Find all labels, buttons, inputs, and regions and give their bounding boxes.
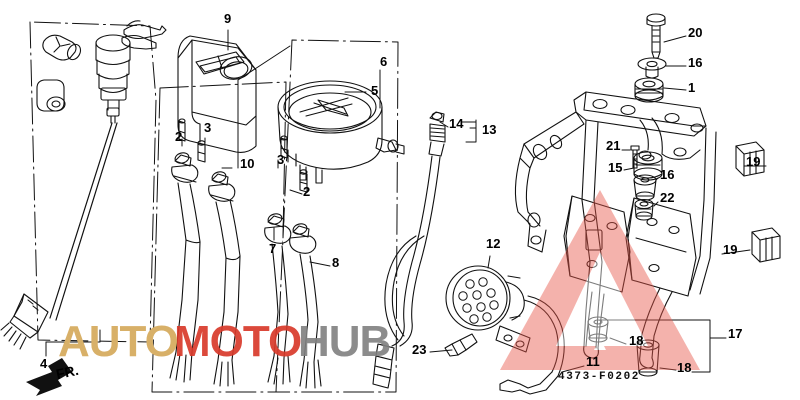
callout-5: 5 [371, 83, 379, 98]
callout-18-b: 18 [677, 360, 692, 375]
part-collar-16-lower [633, 174, 657, 201]
callout-7: 7 [269, 241, 277, 256]
part-harness-leads [264, 213, 322, 389]
part-collar-18a [587, 316, 609, 343]
callout-16-a: 16 [688, 55, 703, 70]
callout-23: 23 [412, 342, 427, 357]
callout-18-a: 18 [629, 333, 644, 348]
part-ignition-switch [0, 20, 167, 350]
part-bulbs-speedo [280, 135, 308, 193]
part-speedometer [277, 80, 405, 184]
watermark-word-auto: AUTO [58, 317, 179, 366]
callout-15: 15 [608, 160, 623, 175]
drawing-number: 4373-F0202 [558, 371, 641, 383]
callout-10: 10 [240, 156, 255, 171]
part-rubber-stop-19b [751, 227, 781, 263]
part-horn [445, 265, 565, 395]
callout-4: 4 [40, 356, 48, 371]
callout-22: 22 [660, 190, 675, 205]
part-flange-bolt-20 [646, 13, 666, 59]
watermark-word-moto: MOTO [174, 317, 302, 366]
callout-9: 9 [224, 11, 232, 26]
callout-2-b: 2 [303, 184, 311, 199]
part-horn-bolt [444, 333, 478, 357]
part-meter-stay-bracket [514, 91, 717, 369]
callout-16-b: 16 [660, 167, 675, 182]
callout-20: 20 [688, 25, 703, 40]
part-lock-cylinders [36, 34, 82, 112]
callout-6: 6 [380, 54, 388, 69]
callout-17: 17 [728, 326, 743, 341]
callout-3-b: 3 [277, 152, 285, 167]
callout-2-a: 2 [175, 129, 183, 144]
callout-14: 14 [449, 116, 464, 131]
leader-lines [45, 29, 767, 373]
part-collar-18b [636, 339, 660, 377]
part-meter-case [177, 35, 257, 153]
callout-1: 1 [688, 80, 696, 95]
callout-12: 12 [486, 236, 501, 251]
callout-3-a: 3 [204, 120, 212, 135]
callout-21: 21 [606, 138, 621, 153]
callout-19-a: 19 [746, 154, 761, 169]
part-grommet-1 [634, 77, 664, 103]
front-direction-arrow [26, 358, 72, 396]
callout-11: 11 [586, 354, 600, 369]
callout-8: 8 [332, 255, 340, 270]
part-collar-16-upper [637, 57, 667, 79]
callout-19-b: 19 [723, 242, 738, 257]
watermark-word-hub: HUB [298, 317, 391, 366]
part-rubber-stop-19a [735, 141, 765, 177]
callout-13: 13 [482, 122, 497, 137]
part-speedometer-cable [372, 111, 446, 389]
part-nut-22 [634, 198, 654, 221]
